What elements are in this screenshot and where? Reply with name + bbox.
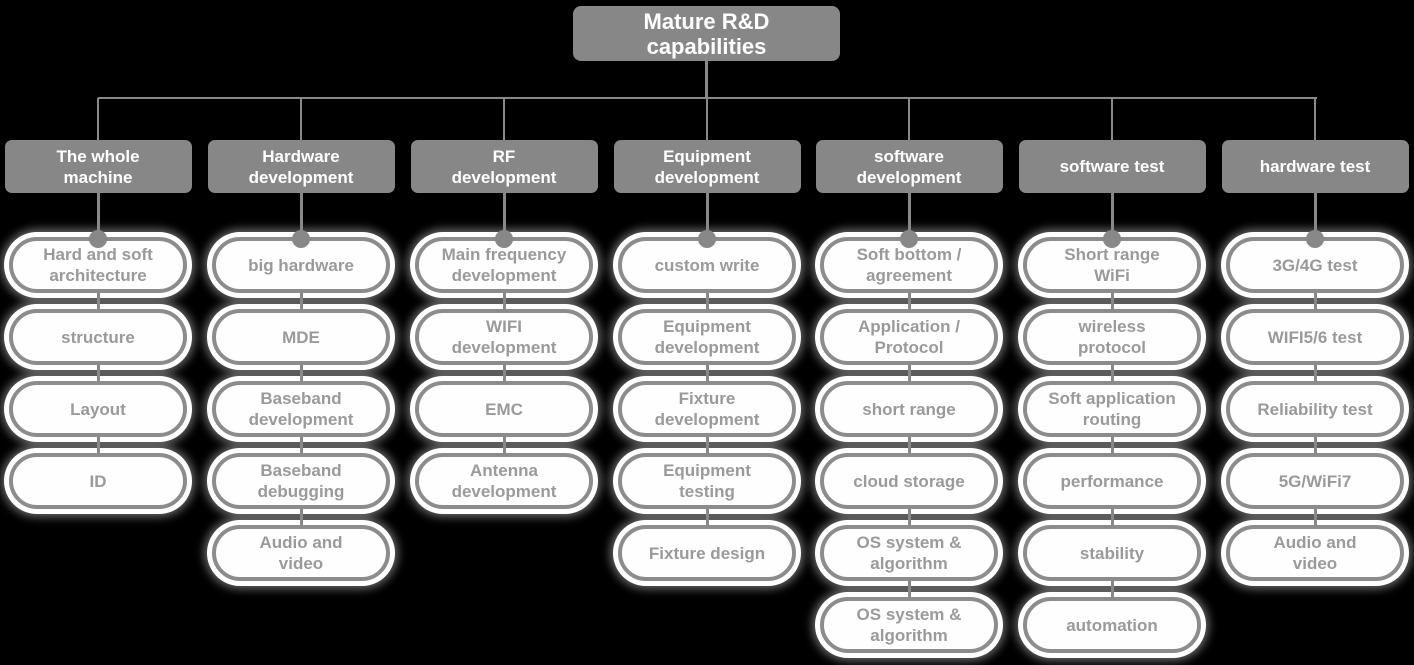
header-connector [698,193,716,248]
item-node: Layout [9,381,187,437]
node-dot [292,230,310,248]
item-node: cloud storage [820,453,998,509]
item-node: structure [9,309,187,365]
header-connector [495,193,513,248]
item-node: WIFI5/6 test [1226,309,1404,365]
header-connector [1306,193,1324,248]
item-node: performance [1023,453,1201,509]
item-node: stability [1023,525,1201,581]
item-node: ID [9,453,187,509]
item-node: Reliability test [1226,381,1404,437]
item-node: Equipment testing [618,453,796,509]
connector-item [907,581,911,597]
connector-item [1110,365,1114,381]
connector-item [907,365,911,381]
connector-item [705,509,709,525]
connector-drop [1111,98,1113,140]
connector-drop [97,98,99,140]
connector-item [502,293,506,309]
item-node: Baseband debugging [212,453,390,509]
connector-item [1110,581,1114,597]
category-header: software development [815,140,1003,193]
connector-item [502,365,506,381]
item-node: OS system & algorithm [820,597,998,653]
item-node: Audio and video [212,525,390,581]
connector-item [1313,365,1317,381]
connector-item [907,437,911,453]
item-node: automation [1023,597,1201,653]
connector-item [1313,293,1317,309]
connector-item [1313,437,1317,453]
item-node: Fixture design [618,525,796,581]
root-node: Mature R&D capabilities [573,6,840,61]
category-header: Hardware development [207,140,395,193]
node-dot [495,230,513,248]
category-header: software test [1018,140,1206,193]
node-dot [1306,230,1324,248]
connector-item [1110,509,1114,525]
item-node: EMC [415,381,593,437]
connector-item [299,437,303,453]
node-dot [1103,230,1121,248]
connector-item [1313,509,1317,525]
header-connector [89,193,107,248]
connector-item [96,293,100,309]
connector-item [907,293,911,309]
connector-item [502,437,506,453]
item-node: WIFI development [415,309,593,365]
item-node: Soft application routing [1023,381,1201,437]
connector-item [299,293,303,309]
connector-root-stub [705,61,708,98]
connector-item [705,365,709,381]
connector-item [96,365,100,381]
category-header: RF development [410,140,598,193]
item-node: Baseband development [212,381,390,437]
connector-item [1110,293,1114,309]
category-header: Equipment development [613,140,801,193]
item-node: Equipment development [618,309,796,365]
header-connector [1103,193,1121,248]
node-dot [900,230,918,248]
connector-drop [300,98,302,140]
item-node: Fixture development [618,381,796,437]
connector-item [1110,437,1114,453]
category-header: hardware test [1221,140,1409,193]
node-dot [89,230,107,248]
connector-item [299,509,303,525]
connector-drop [503,98,505,140]
item-node: Main frequency development [415,237,593,293]
item-node: 5G/WiFi7 [1226,453,1404,509]
item-node: Application / Protocol [820,309,998,365]
connector-item [705,293,709,309]
connector-drop [908,98,910,140]
item-node: wireless protocol [1023,309,1201,365]
connector-item [299,365,303,381]
item-node: Audio and video [1226,525,1404,581]
node-dot [698,230,716,248]
connector-drop [706,98,708,140]
item-node: MDE [212,309,390,365]
header-connector [900,193,918,248]
connector-drop [1314,98,1316,140]
item-node: Antenna development [415,453,593,509]
item-node: short range [820,381,998,437]
header-connector [292,193,310,248]
item-node: OS system & algorithm [820,525,998,581]
connector-item [705,437,709,453]
category-header: The whole machine [4,140,192,193]
connector-item [907,509,911,525]
connector-item [96,437,100,453]
